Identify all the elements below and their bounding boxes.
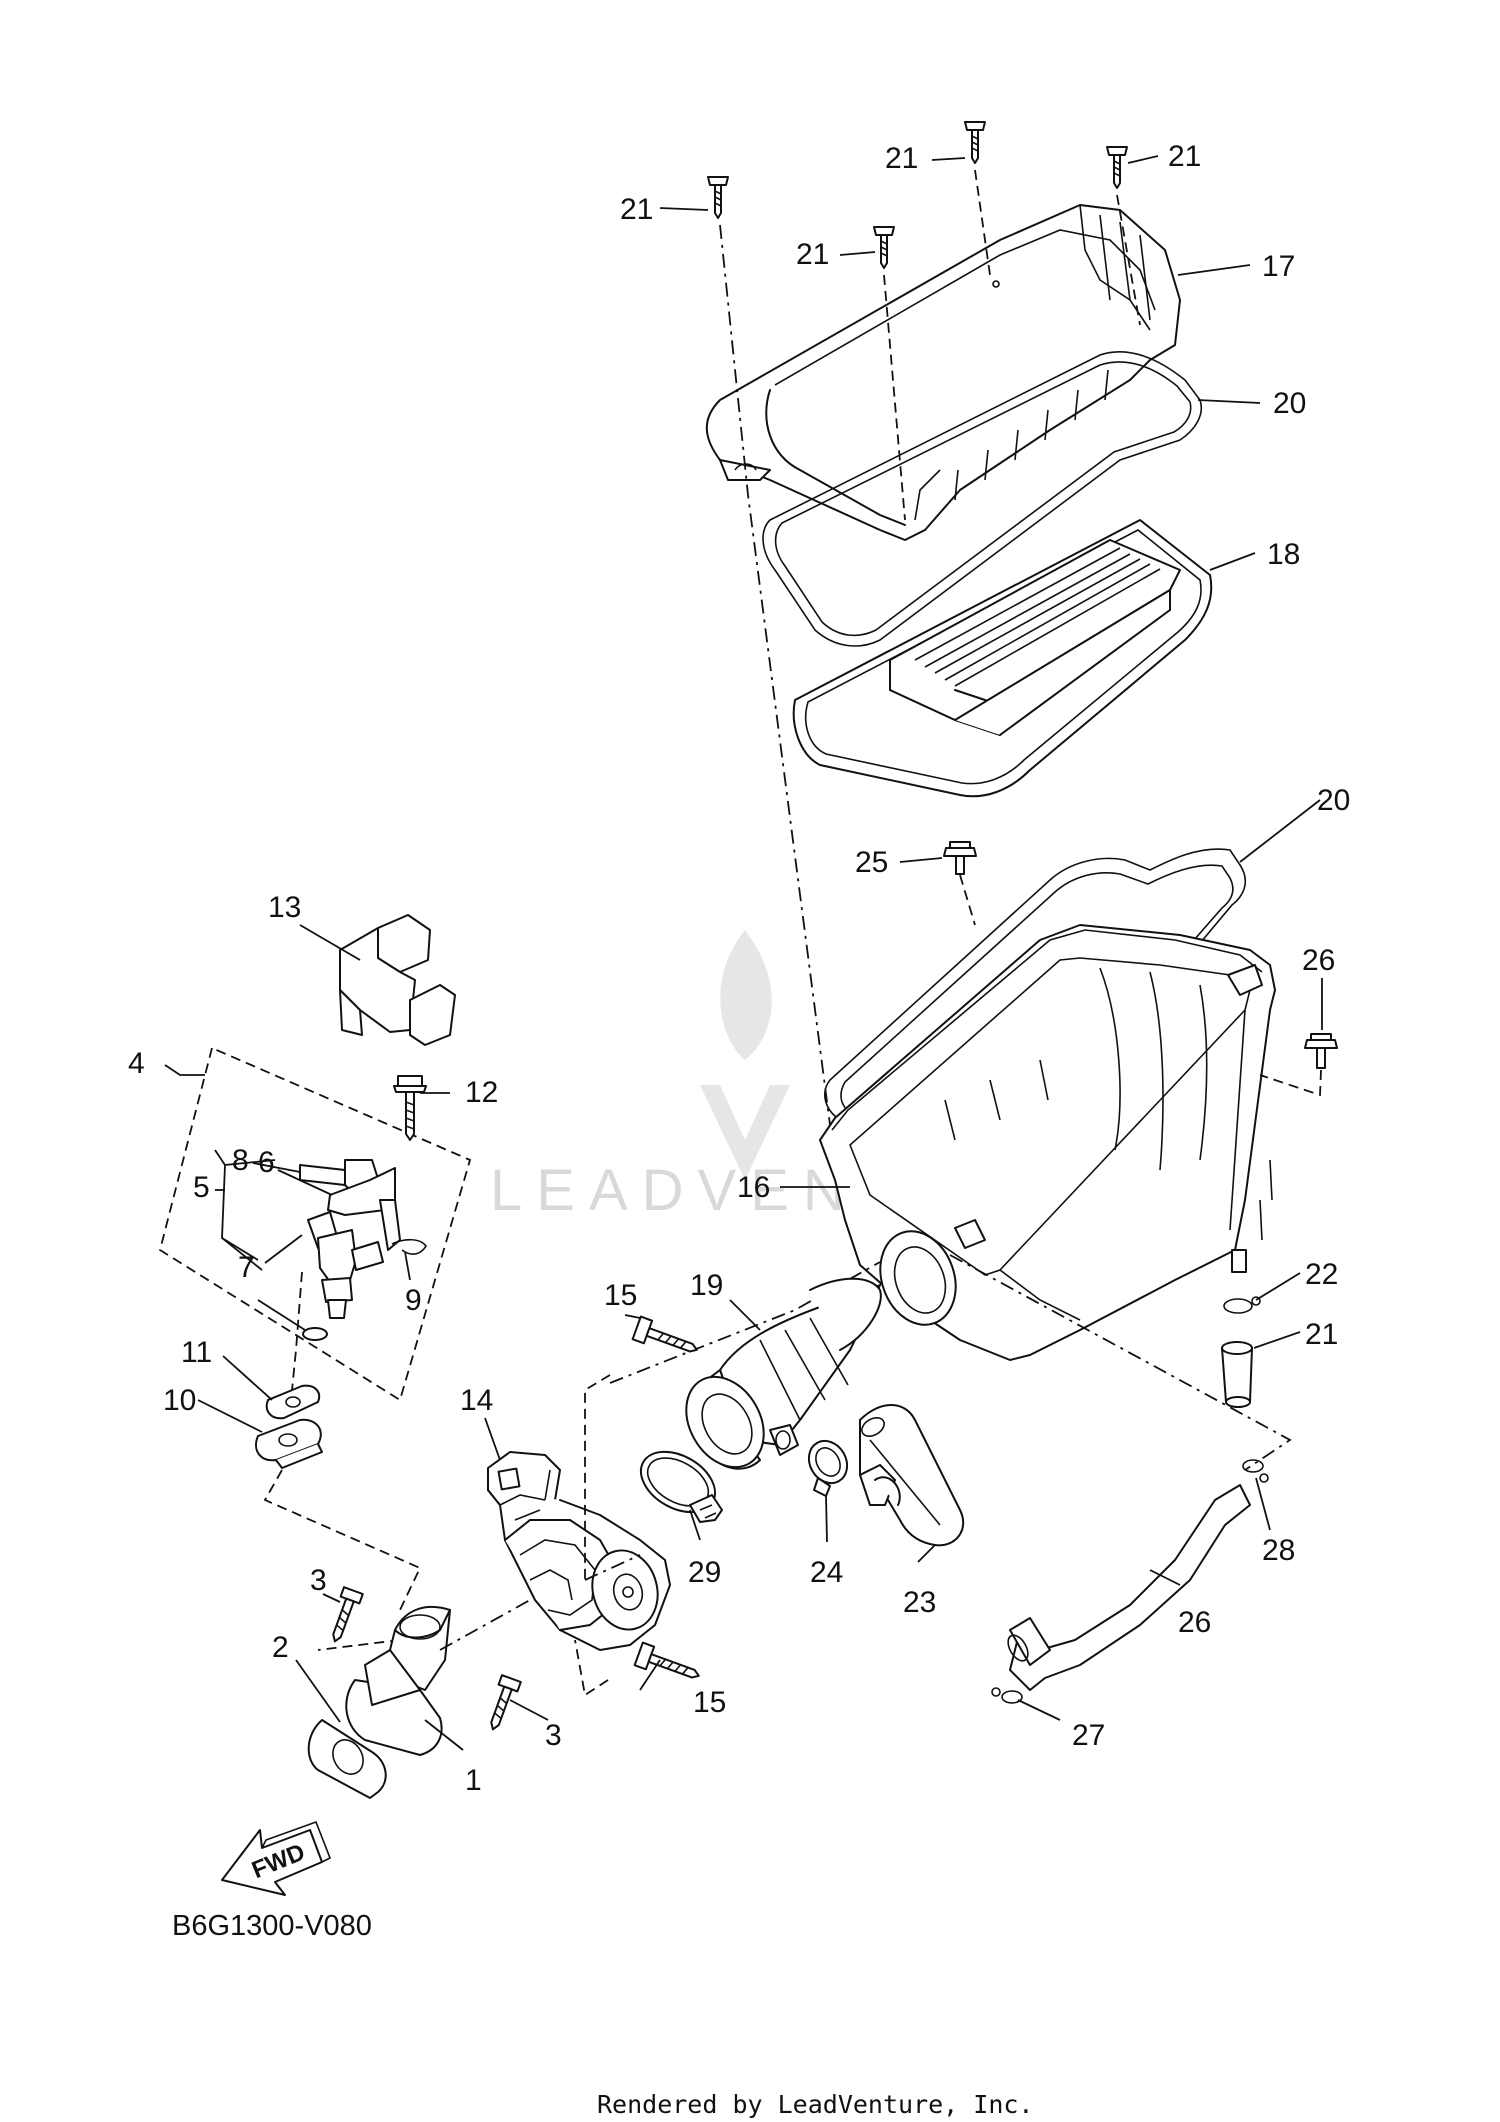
callout-23: 22 [1305,1258,1338,1291]
intake-boot [685,1277,882,1470]
callout-24: 23 [903,1586,936,1619]
clip-23 [1223,1296,1261,1314]
bolt-3-a [332,1586,364,1643]
callout-14: 14 [460,1384,493,1417]
clip-28 [991,1687,1023,1704]
bolt-15-a [631,1315,698,1353]
callout-13: 13 [268,891,301,924]
callout-17: 17 [1262,250,1295,283]
callout-21-a: 21 [620,193,653,226]
callout-29: 28 [1262,1534,1295,1567]
callout-7: 7 [238,1251,255,1284]
left-guides [263,1271,422,1651]
breather-hose [859,1404,965,1547]
injector [307,1211,384,1319]
callout-6: 6 [258,1146,275,1179]
callout-26-b: 26 [1302,944,1335,977]
callout-19: 19 [690,1269,723,1302]
callout-11: 11 [181,1336,212,1369]
callout-5: 5 [193,1171,210,1204]
callout-26-a: 25 [855,846,888,879]
callout-22: 21 [1305,1318,1338,1351]
air-cleaner-cover [705,204,1181,541]
screw-21-d [873,226,895,269]
injector-clip [391,1238,427,1255]
bolt-12 [393,1075,427,1141]
gasket-11 [265,1384,321,1420]
bolt-26-b [1304,1033,1338,1069]
fwd-arrow: FWD [221,1820,332,1896]
callout-15-lower: 15 [693,1686,726,1719]
callout-21-b: 21 [885,142,918,175]
intake-joint [345,1605,451,1756]
screw-21 [707,121,1128,269]
callout-10: 10 [163,1384,196,1417]
screw-21-a [707,176,729,219]
throttle-body [487,1451,671,1651]
spacer-10 [255,1418,323,1469]
air-filter-element [792,519,1213,798]
screw-21-b [964,121,986,164]
callout-27: 26 [1178,1606,1211,1639]
callout-28: 27 [1072,1719,1105,1752]
callout-20-lower: 20 [1317,784,1350,817]
callout-1: 1 [465,1764,482,1797]
injector-group-box [158,1046,472,1402]
drain-hose-27 [1007,1484,1251,1691]
callout-12: 12 [465,1076,498,1109]
injector-cover [339,914,456,1046]
air-cleaner-case [819,924,1276,1361]
callout-16: 16 [737,1171,770,1204]
callout-2: 2 [272,1631,289,1664]
bolt-3-b [490,1674,522,1731]
clip-29 [1242,1459,1269,1483]
screw-21-c [1106,146,1128,189]
callout-4: 4 [128,1047,145,1080]
callout-9: 9 [405,1284,422,1317]
callout-30: 29 [688,1556,721,1589]
callout-21-c: 21 [1168,140,1201,173]
callout-21-d: 21 [796,238,829,271]
callout-18: 18 [1267,538,1300,571]
callout-3-upper: 3 [310,1564,327,1597]
bolt-26-a [943,841,977,875]
bolt-15-b [633,1641,700,1679]
hose-clamp-25 [807,1439,849,1497]
callout-8: 8 [232,1144,249,1177]
callout-3-lower: 3 [545,1719,562,1752]
drain-cap-22 [1221,1341,1253,1408]
o-ring-7 [302,1327,328,1341]
leader-lines [164,155,1323,1751]
callout-25: 24 [810,1556,843,1589]
footer-credit: Rendered by LeadVenture, Inc. [597,2090,1034,2119]
throttle-guides [439,1374,641,1697]
hose-clamp-30 [640,1450,723,1523]
callout-labels: 1 2 3 3 4 5 6 7 8 9 10 11 12 13 14 15 15… [128,140,1350,1797]
diagram-code: B6G1300-V080 [172,1910,372,1942]
gasket-upper [762,351,1202,647]
fuel-pipe [299,1159,401,1251]
callout-20-upper: 20 [1273,387,1306,420]
gasket-2 [307,1719,387,1799]
callout-15-upper: 15 [604,1279,637,1312]
